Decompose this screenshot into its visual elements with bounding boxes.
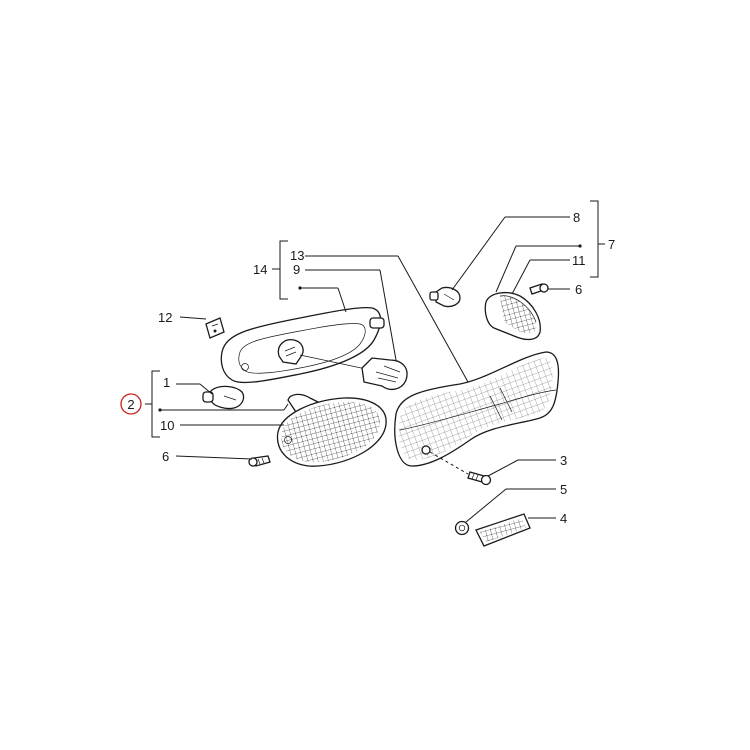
- bracket-2: [145, 370, 289, 438]
- callout-6-left: 6: [162, 449, 169, 464]
- nut-icon: [454, 520, 470, 536]
- callout-2: 2: [127, 397, 134, 412]
- callout-1: 1: [163, 375, 170, 390]
- bracket-14: [272, 240, 469, 383]
- screw-icon-right: [529, 283, 549, 295]
- leader-12: [179, 316, 207, 320]
- callout-5: 5: [560, 482, 567, 497]
- small-bulb-icon: [202, 385, 245, 410]
- callout-12: 12: [158, 310, 172, 325]
- callout-3: 3: [560, 453, 567, 468]
- bulb-socket-icon: [361, 357, 408, 391]
- callout-8: 8: [573, 210, 580, 225]
- clip-icon: [205, 317, 225, 339]
- callout-7: 7: [608, 237, 615, 252]
- callout-14: 14: [253, 262, 267, 277]
- callout-10: 10: [160, 418, 174, 433]
- leader-3: [429, 451, 556, 477]
- callout-6-right: 6: [575, 282, 582, 297]
- mounting-stud: [369, 317, 385, 329]
- reflector-icon: [475, 513, 531, 547]
- left-indicator-lens: [276, 393, 387, 467]
- callout-4: 4: [560, 511, 567, 526]
- screw-icon: [248, 455, 271, 467]
- callout-13: 13: [290, 248, 304, 263]
- callout-2-highlight[interactable]: 2: [120, 393, 142, 415]
- leader-6-left: [175, 455, 253, 460]
- callout-9: 9: [293, 262, 300, 277]
- rear-light-lens: [394, 351, 560, 467]
- right-indicator-lens: [484, 291, 541, 341]
- bulb-icon-right: [429, 286, 461, 308]
- screw-icon-3: [467, 471, 492, 486]
- callout-11: 11: [572, 253, 586, 268]
- bracket-7: [451, 200, 605, 295]
- leader-5: [465, 488, 556, 523]
